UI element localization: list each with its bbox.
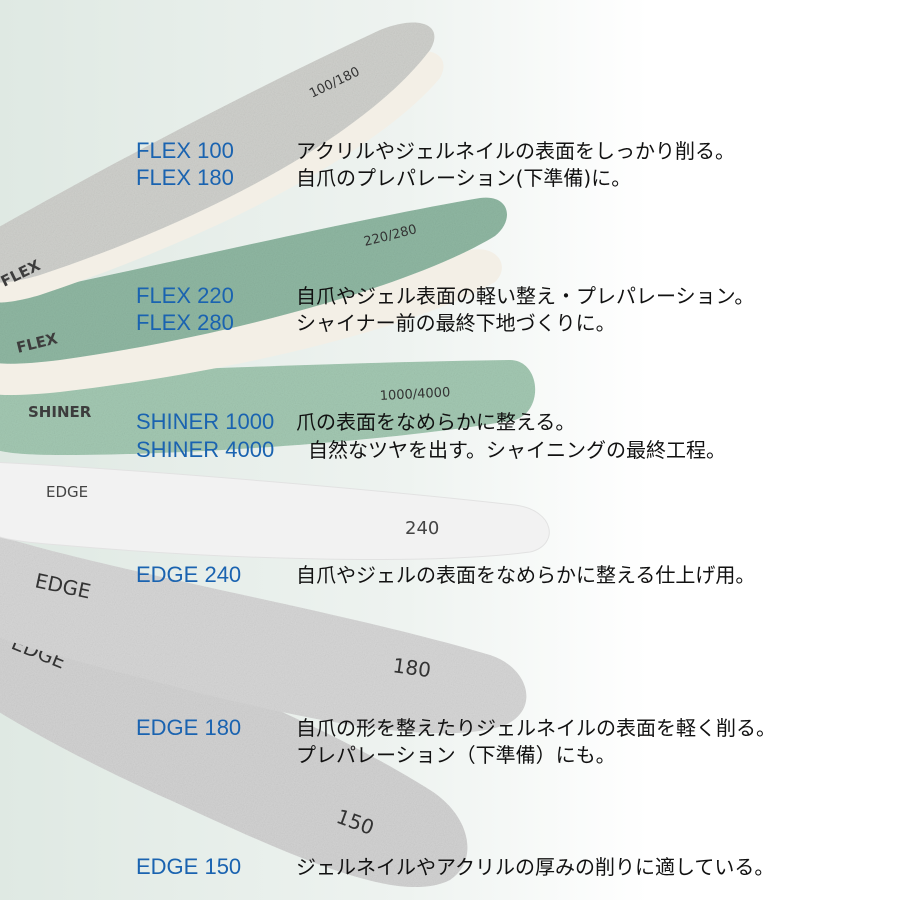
desc-shiner-1000: 爪の表面をなめらかに整える。 [296, 410, 576, 434]
label-flex-180: FLEX 180 [136, 165, 234, 190]
desc-flex-100: アクリルやジェルネイルの表面をしっかり削る。 [296, 139, 735, 163]
desc-edge-240: 自爪やジェルの表面をなめらかに整える仕上げ用。 [296, 563, 756, 587]
desc-edge-150: ジェルネイルやアクリルの厚みの削りに適している。 [296, 855, 775, 879]
desc-edge-180-line1: 自爪の形を整えたりジェルネイルの表面を軽く削る。 [296, 716, 776, 740]
label-edge-240: EDGE 240 [136, 562, 242, 587]
file-brand-label: EDGE [46, 483, 88, 501]
file-flex-100-180: FLEX 100/180 [0, 22, 444, 303]
file-shiner-1000-4000: SHINER 1000/4000 [0, 360, 536, 455]
label-edge-150: EDGE 150 [136, 854, 242, 879]
desc-shiner-4000: 自然なツヤを出す。シャイニングの最終工程。 [308, 438, 726, 462]
desc-flex-280: シャイナー前の最終下地づくりに。 [296, 311, 616, 335]
file-flex-220-280: FLEX 220/280 [0, 197, 508, 395]
file-grit-label: 180 [391, 653, 432, 682]
file-grit-label: 240 [405, 518, 439, 539]
desc-edge-180-line2: プレパレーション（下準備）にも。 [296, 743, 616, 767]
file-brand-label: SHINER [28, 403, 92, 421]
desc-flex-220: 自爪やジェル表面の軽い整え・プレパレーション。 [296, 284, 755, 308]
label-shiner-1000: SHINER 1000 [136, 409, 275, 434]
label-shiner-4000: SHINER 4000 [136, 437, 275, 462]
label-edge-180: EDGE 180 [136, 715, 242, 740]
label-flex-220: FLEX 220 [136, 283, 234, 308]
file-edge-180: EDGE 180 [0, 536, 527, 734]
file-edge-240: EDGE 240 [0, 462, 550, 560]
label-flex-100: FLEX 100 [136, 138, 234, 163]
file-grit-label: 1000/4000 [379, 385, 450, 404]
label-flex-280: FLEX 280 [136, 310, 234, 335]
desc-flex-180: 自爪のプレパレーション(下準備)に。 [296, 166, 632, 190]
